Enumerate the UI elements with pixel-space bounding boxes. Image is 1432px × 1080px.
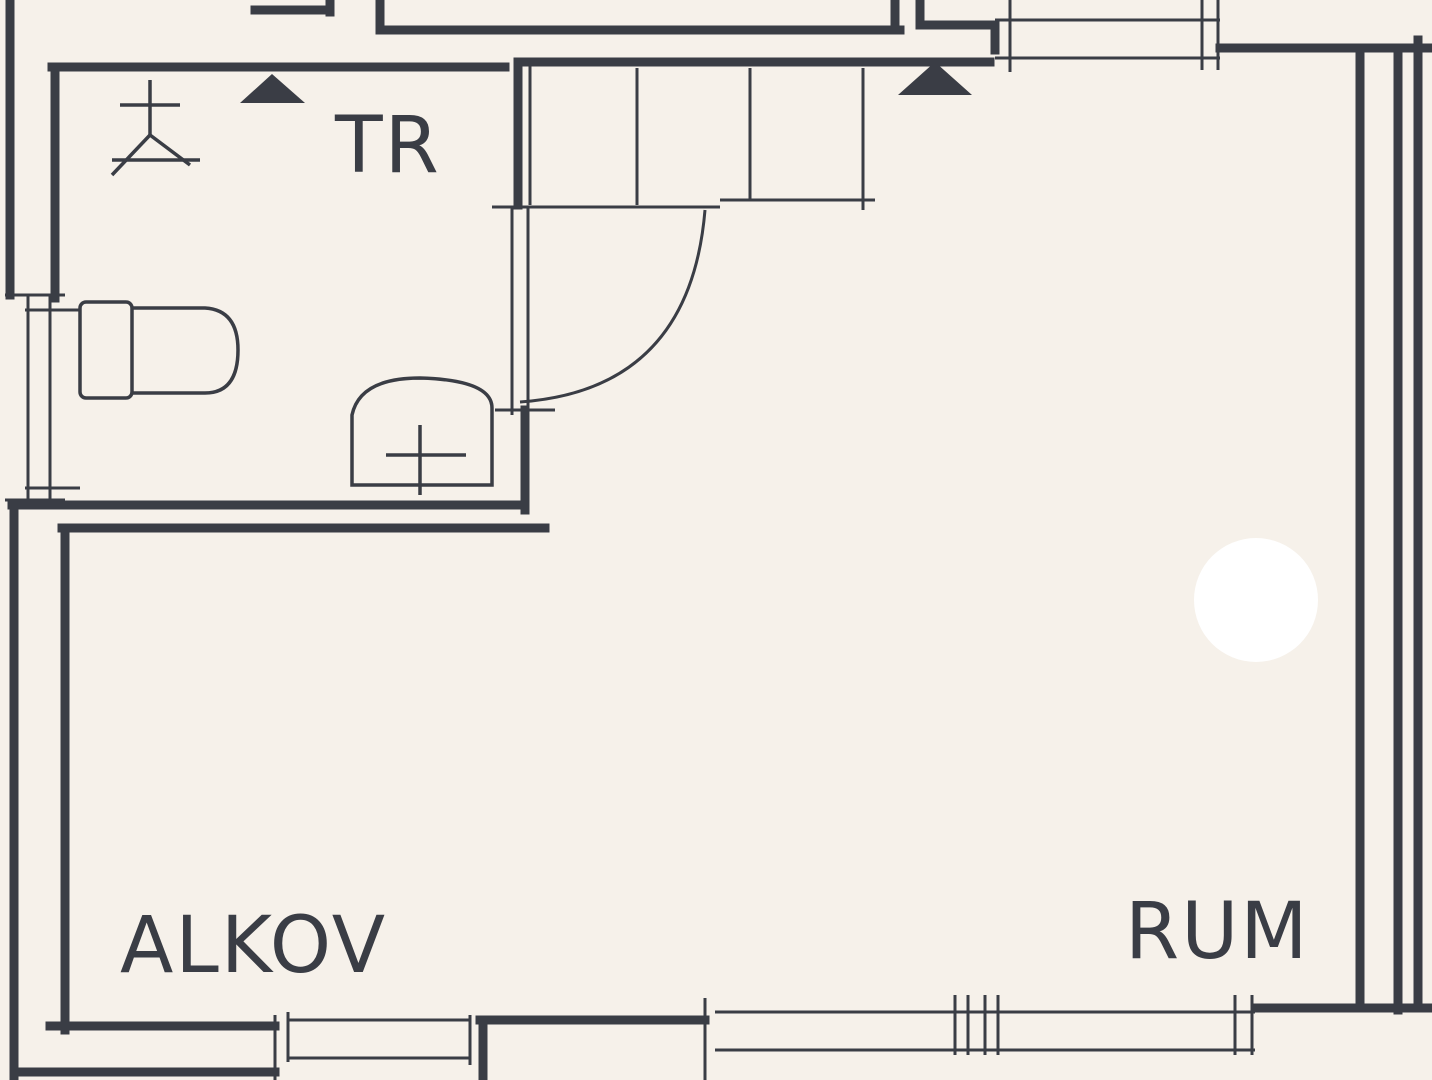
- marker-triangle-right: [898, 62, 972, 95]
- label-alkov: ALKOV: [120, 901, 387, 991]
- top-window: [995, 0, 1220, 72]
- shower: [350, 376, 494, 495]
- wardrobe: [492, 62, 875, 210]
- bathroom-walls: [7, 57, 995, 533]
- label-tr: TR: [334, 101, 441, 191]
- toilet: [78, 300, 240, 400]
- bathroom-window: [5, 293, 80, 502]
- drain-symbol: [110, 80, 200, 177]
- punch-hole: [1194, 538, 1318, 662]
- marker-triangle-left: [240, 74, 305, 103]
- bottom-windows: [273, 995, 1255, 1080]
- bathroom-door: [495, 207, 707, 415]
- room-walls: [9, 35, 1432, 1080]
- label-rum: RUM: [1125, 887, 1310, 977]
